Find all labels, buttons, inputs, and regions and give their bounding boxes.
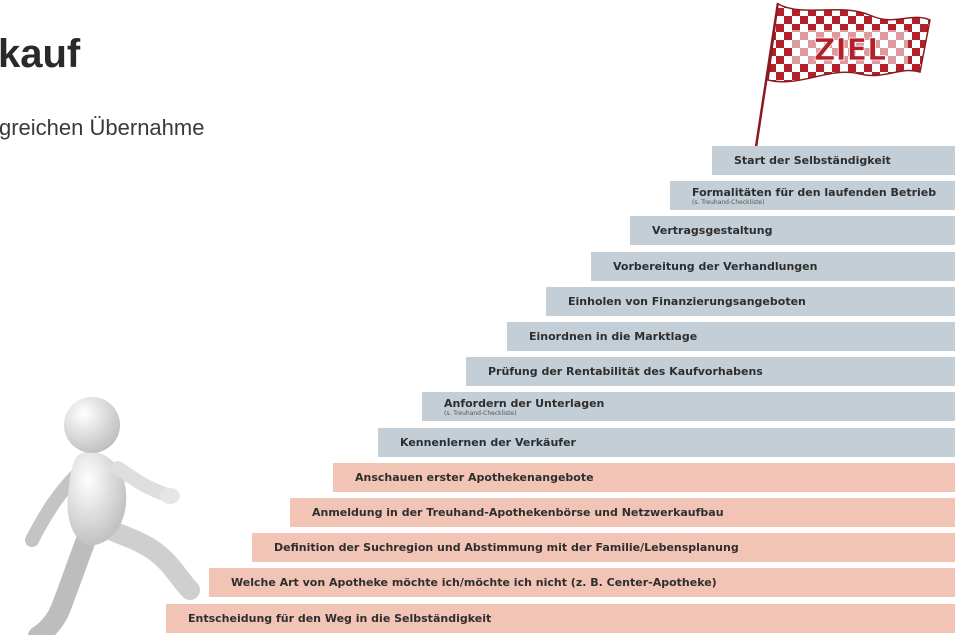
step-7: Anfordern der Unterlagen(s. Treuhand-Che… — [422, 392, 955, 421]
step-label: Einholen von Finanzierungsangeboten — [568, 295, 806, 308]
step-9: Anschauen erster Apothekenangebote — [333, 463, 955, 492]
step-8: Kennenlernen der Verkäufer — [378, 428, 955, 457]
page-subtitle: greichen Übernahme — [0, 115, 205, 140]
goal-flag-icon: ZIEL — [754, 2, 931, 148]
step-label: Definition der Suchregion und Abstimmung… — [274, 541, 739, 554]
step-label: Formalitäten für den laufenden Betrieb — [692, 185, 937, 199]
step-1: Formalitäten für den laufenden Betrieb(s… — [670, 181, 955, 210]
step-12: Welche Art von Apotheke möchte ich/möcht… — [209, 568, 955, 597]
step-11: Definition der Suchregion und Abstimmung… — [252, 533, 955, 562]
step-13: Entscheidung für den Weg in die Selbstän… — [166, 604, 955, 633]
flag-text: ZIEL — [814, 33, 887, 68]
step-label: Welche Art von Apotheke möchte ich/möcht… — [231, 576, 717, 589]
step-label: Vertragsgestaltung — [652, 224, 773, 237]
step-3: Vorbereitung der Verhandlungen — [591, 252, 955, 281]
step-label: Anfordern der Unterlagen — [444, 396, 605, 410]
step-0: Start der Selbständigkeit — [712, 146, 955, 175]
step-5: Einordnen in die Marktlage — [507, 322, 955, 351]
step-note: (s. Treuhand-Checkliste) — [692, 198, 765, 206]
step-label: Entscheidung für den Weg in die Selbstän… — [188, 612, 492, 625]
step-6: Prüfung der Rentabilität des Kaufvorhabe… — [466, 357, 955, 386]
step-label: Anmeldung in der Treuhand-Apothekenbörse… — [312, 506, 724, 519]
step-label: Vorbereitung der Verhandlungen — [613, 260, 818, 273]
step-4: Einholen von Finanzierungsangeboten — [546, 287, 955, 316]
step-label: Prüfung der Rentabilität des Kaufvorhabe… — [488, 365, 763, 378]
step-label: Einordnen in die Marktlage — [529, 330, 698, 343]
step-label: Anschauen erster Apothekenangebote — [355, 471, 594, 484]
page-title: kauf — [0, 32, 81, 76]
step-label: Start der Selbständigkeit — [734, 154, 891, 167]
step-label: Kennenlernen der Verkäufer — [400, 436, 576, 449]
step-10: Anmeldung in der Treuhand-Apothekenbörse… — [290, 498, 955, 527]
step-note: (s. Treuhand-Checkliste) — [444, 409, 517, 417]
running-figure-icon — [25, 397, 200, 635]
step-2: Vertragsgestaltung — [630, 216, 955, 245]
